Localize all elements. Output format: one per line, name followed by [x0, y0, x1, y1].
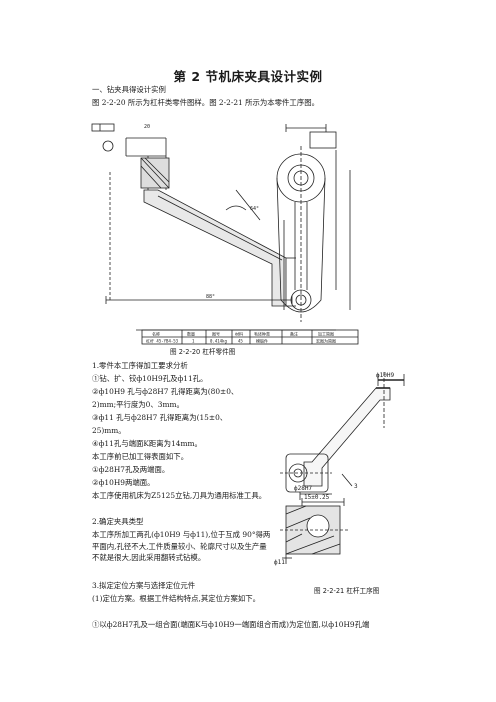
section-heading: 一、钻夹具得设计实例 [92, 85, 166, 94]
intro-text: 图 2-2-20 所示为杠杆类零件图样。图 2-2-21 所示为本零件工序图。 [92, 98, 319, 107]
requirement-3a: ③ф11 孔与ф28H7 孔得距离为(15±0、 [92, 413, 228, 422]
locating-scheme-detail: ①以ф28H7孔及一组合面(端面K与ф10H9一端面组合而成)为定位面,以ф10… [92, 620, 370, 629]
table-header-drawing: 图号 [212, 331, 220, 337]
label-hole-10h9: ф10H9 [376, 372, 394, 379]
svg-text:88°: 88° [206, 294, 215, 300]
lever-boss-upper [280, 453, 353, 500]
analysis-heading: 1.零件本工序得加工要求分析 [92, 361, 188, 370]
page-title: 第 2 节机床夹具设计实例 [173, 69, 323, 84]
table-cell-blank: 模锻件 [256, 338, 268, 344]
label-distance-15: 15±0.25 [304, 494, 330, 501]
lever-front-view [276, 124, 351, 322]
table-header-note: 备注 [290, 331, 298, 337]
locating-scheme-heading: 3.拟定定位方案与选择定位元件 [92, 581, 196, 590]
table-header-blank: 毛坯种类 [254, 331, 270, 337]
table-header-sketch: 加工简图 [318, 331, 334, 337]
title-block: 名称 数量 图号 材料 毛坯种类 备注 加工简图 杠杆 45-YB4-53 1 … [141, 329, 359, 345]
requirement-2b: 2)mm;平行度为0、3mm。 [92, 400, 184, 409]
lever-boss-lower [280, 498, 348, 564]
lever-operation-drawing: ф10H9 ф28H7 3 15±0.25 ф11 [274, 372, 405, 566]
table-header-material: 材料 [235, 331, 243, 337]
lever-side-view: 20 88° 64° [91, 123, 336, 331]
fixture-type-text: 本工序所加工两孔(ф10H9 与ф11),位于互成 90°得两平面内,孔径不大,… [92, 530, 271, 563]
label-chamfer-3: 3 [354, 483, 358, 490]
table-cell-drawing: 0.414kg [210, 339, 227, 344]
requirement-3b: 25)mm。 [92, 426, 126, 435]
table-header-qty: 数量 [187, 331, 195, 337]
requirement-1: ①钻、扩、铰ф10H9孔及ф11孔。 [92, 374, 208, 383]
svg-text:20: 20 [144, 124, 150, 130]
requirement-2a: ②ф10H9 孔与ф28H7 孔得距离为(80±0、 [92, 387, 239, 396]
fixture-type-heading: 2.确定夹具类型 [92, 517, 144, 526]
label-hole-28h7: ф28H7 [294, 485, 312, 492]
svg-text:64°: 64° [250, 206, 259, 212]
table-header-name: 名称 [152, 331, 160, 337]
preprocessed-1: ①ф28H7孔及两端面。 [92, 465, 170, 474]
table-cell-qty: 1 [192, 339, 195, 344]
figure-caption-part: 图 2-2-20 杠杆零件图 [170, 348, 236, 356]
preprocessed-intro: 本工序前已加工得表面如下。 [92, 452, 189, 461]
table-cell-sketch: 宏图为简图 [316, 338, 336, 344]
figure-caption-operation: 图 2-2-21 杠杆工序图 [314, 587, 380, 595]
label-hole-11: ф11 [274, 559, 285, 566]
lever-part-drawing: 20 88° 64° 名称 数量 图号 材料 毛坯种类 备注 [91, 123, 359, 345]
table-cell-material: 45 [238, 339, 243, 344]
table-cell-name: 杠杆 45-YB4-53 [146, 338, 179, 344]
lever-arm [303, 372, 405, 487]
requirement-4: ④ф11孔与端面K距离为14mm。 [92, 439, 202, 448]
machine-tool-text: 本工序使用机床为Z5125立钻,刀具为通用标准工具。 [92, 491, 267, 500]
locating-scheme-text: (1)定位方案。根据工件结构特点,其定位方案如下。 [92, 594, 261, 603]
preprocessed-2: ②ф10H9两端面。 [92, 478, 155, 487]
